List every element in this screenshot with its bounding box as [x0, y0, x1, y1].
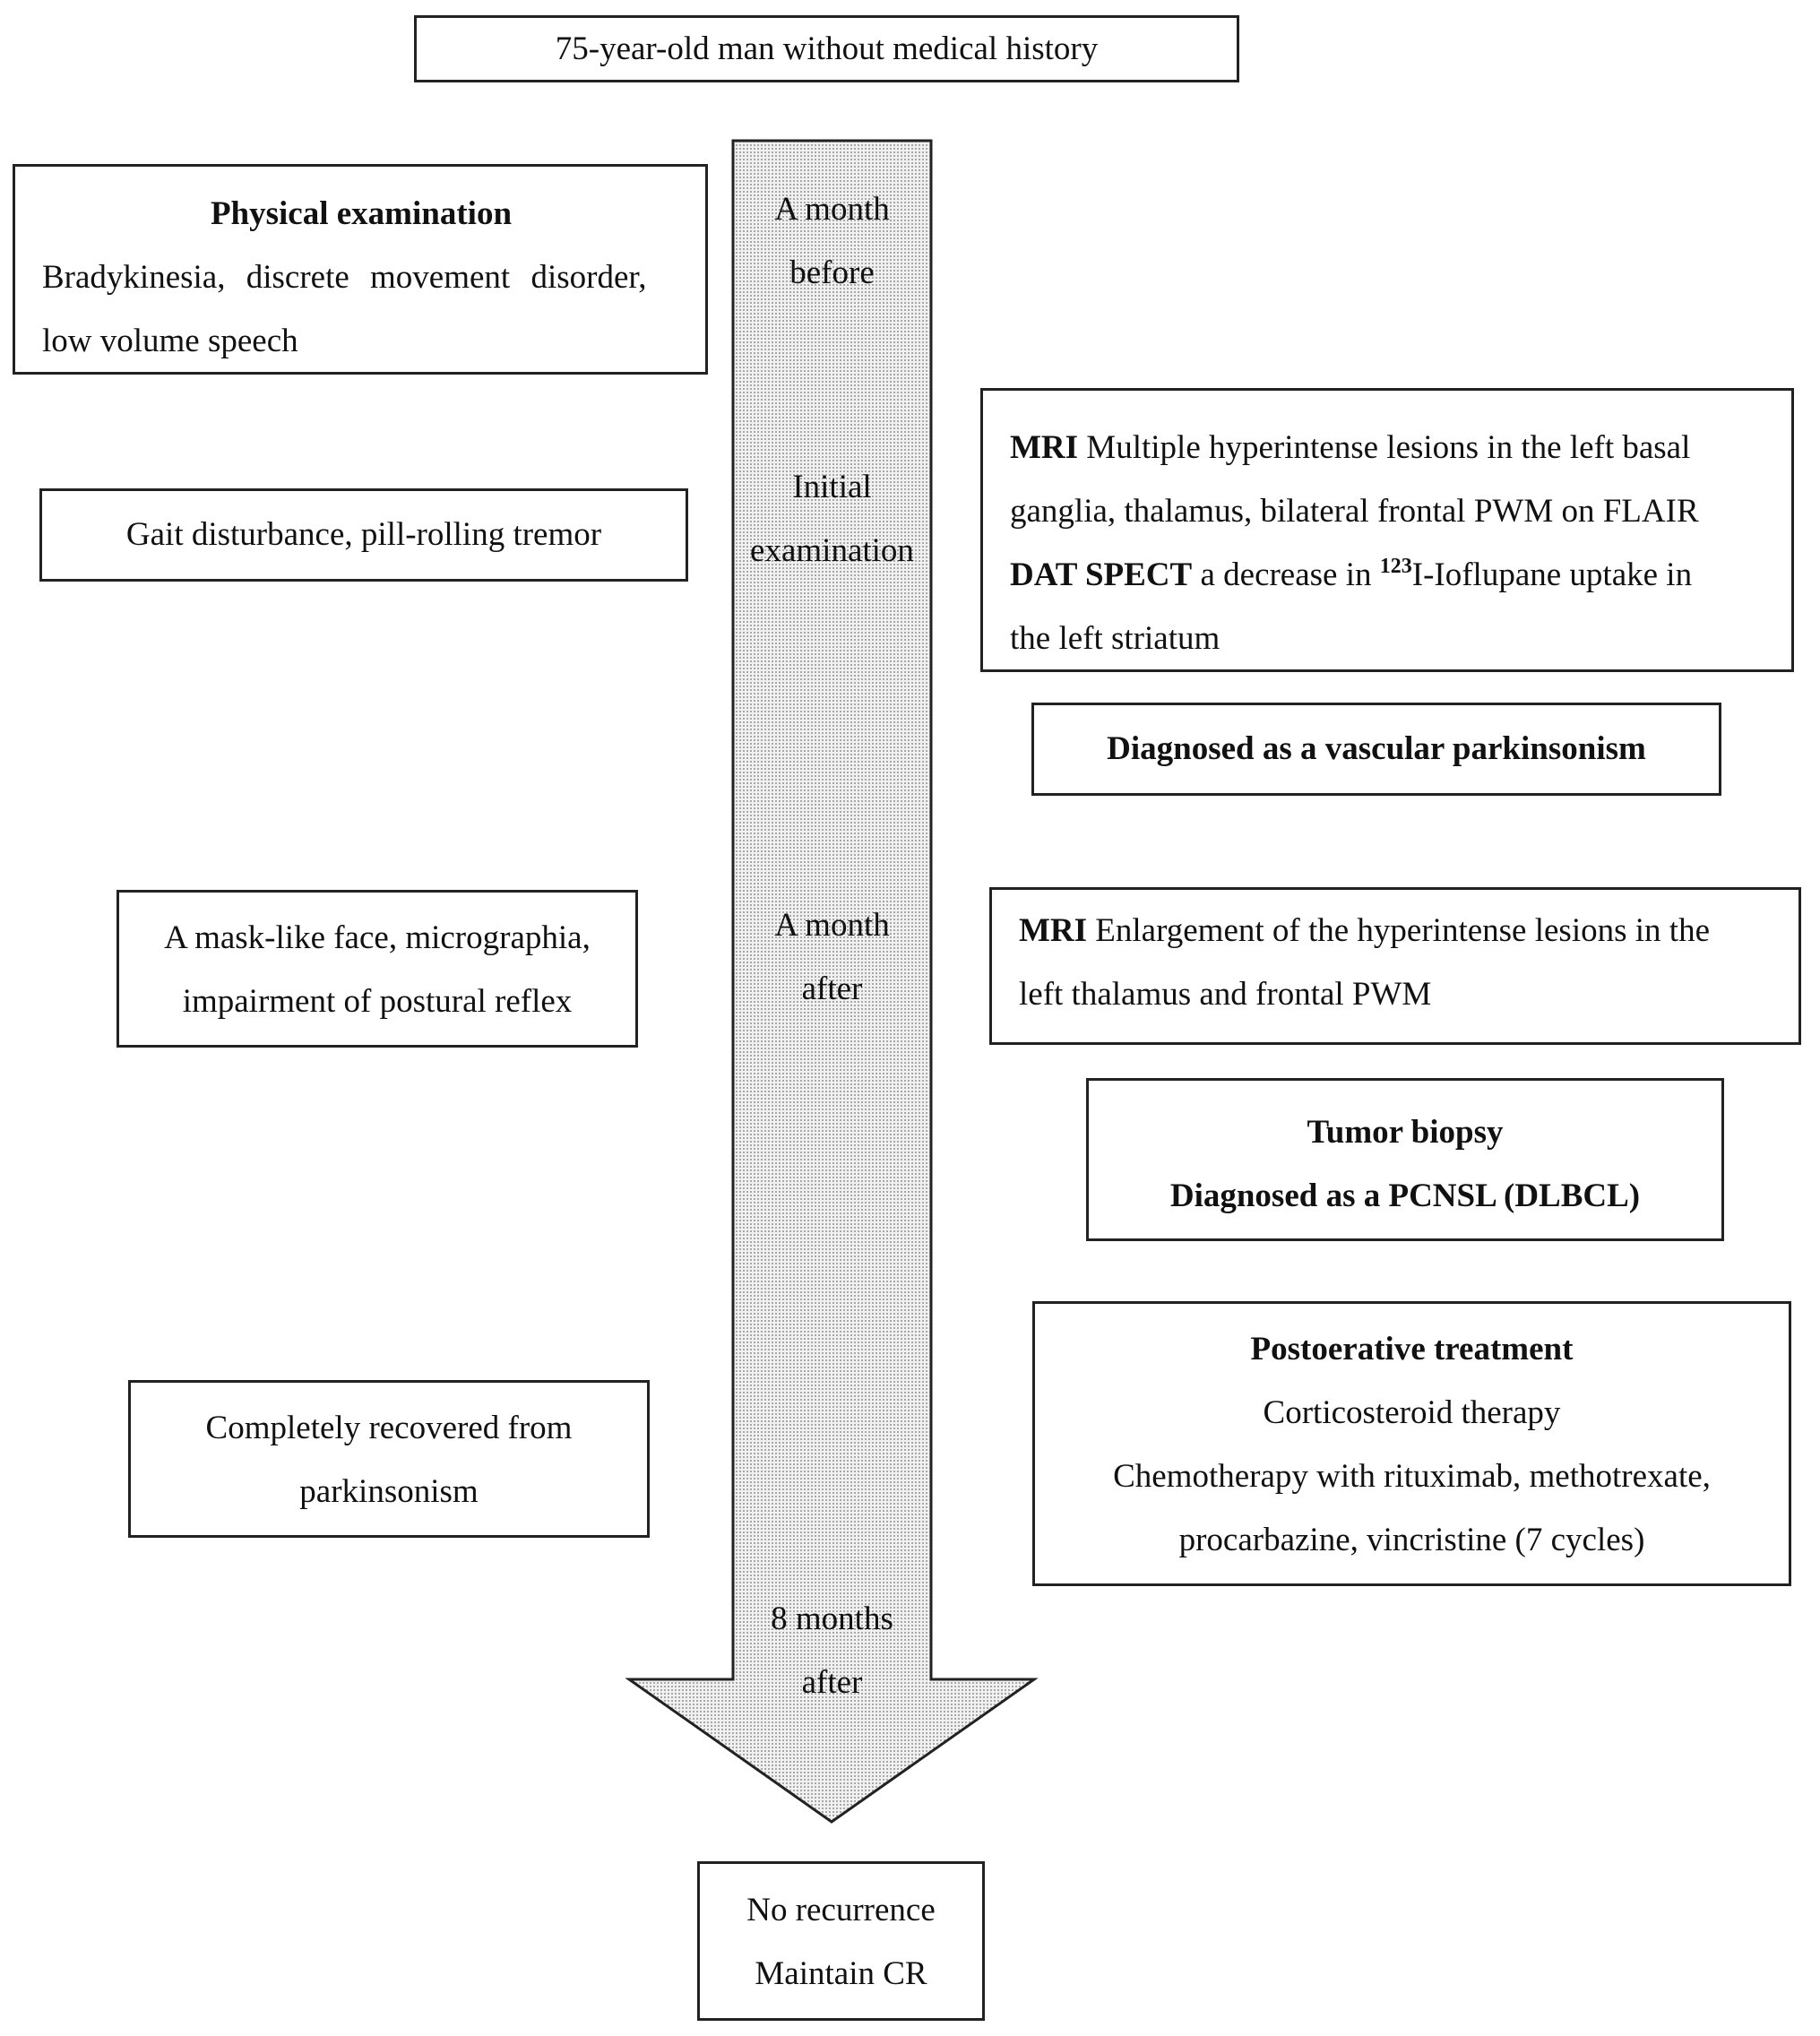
outcome-box: No recurrence Maintain CR: [697, 1861, 985, 2021]
dat-text-b: I-Ioflupane uptake in: [1411, 556, 1693, 593]
timeline-arrow-shape: [625, 139, 1039, 1824]
diagnosis-vascular-text: Diagnosed as a vascular parkinsonism: [1107, 730, 1646, 767]
timeline-label-month-after: A month after: [774, 907, 890, 1007]
physical-exam-line1: Bradykinesia, discrete movement disorder…: [42, 259, 647, 296]
treatment-title: Postoerative treatment: [1250, 1331, 1574, 1367]
treatment-line1: Corticosteroid therapy: [1263, 1394, 1561, 1431]
mri-followup-text-2: left thalamus and frontal PWM: [1019, 976, 1432, 1013]
biopsy-box: Tumor biopsy Diagnosed as a PCNSL (DLBCL…: [1086, 1078, 1724, 1241]
gait-text: Gait disturbance, pill-rolling tremor: [125, 516, 602, 553]
dat-text-2: the left striatum: [1010, 620, 1221, 657]
mask-face-box: A mask-like face, micrographia, impairme…: [116, 890, 638, 1048]
treatment-box: Postoerative treatment Corticosteroid th…: [1032, 1301, 1791, 1586]
mri-label: MRI: [1010, 429, 1079, 466]
mri-followup-box: MRI Enlargement of the hyperintense lesi…: [989, 887, 1801, 1045]
biopsy-diagnosis: Diagnosed as a PCNSL (DLBCL): [1169, 1178, 1641, 1214]
treatment-line3: procarbazine, vincristine (7 cycles): [1178, 1522, 1645, 1558]
outcome-line2: Maintain CR: [755, 1955, 927, 1992]
biopsy-title: Tumor biopsy: [1307, 1114, 1504, 1151]
physical-exam-box: Physical examination Bradykinesia, discr…: [13, 164, 708, 375]
mri-text-1: Multiple hyperintense lesions in the lef…: [1086, 429, 1691, 466]
timeline-label-eight-months: 8 months after: [771, 1600, 893, 1701]
dat-text-a: a decrease in: [1200, 556, 1372, 593]
treatment-line2: Chemotherapy with rituximab, methotrexat…: [1113, 1458, 1711, 1495]
timeline-label-initial: Initial examination: [750, 469, 914, 569]
patient-text: 75-year-old man without medical history: [555, 30, 1099, 67]
physical-exam-title: Physical examination: [210, 195, 513, 232]
timeline-label-month-before: A month before: [774, 191, 890, 291]
dat-spect-label: DAT SPECT: [1010, 556, 1193, 593]
physical-exam-line2: low volume speech: [42, 323, 298, 359]
diagnosis-vascular-box: Diagnosed as a vascular parkinsonism: [1031, 703, 1721, 796]
gait-box: Gait disturbance, pill-rolling tremor: [39, 488, 688, 582]
outcome-line1: No recurrence: [746, 1892, 936, 1928]
dat-isotope-sup: 123: [1379, 555, 1412, 578]
patient-box: 75-year-old man without medical history: [414, 15, 1239, 82]
mri-followup-label: MRI: [1019, 912, 1088, 949]
mri-followup-text-1: Enlargement of the hyperintense lesions …: [1095, 912, 1710, 949]
mri-initial-box: MRI Multiple hyperintense lesions in the…: [980, 388, 1794, 672]
mri-text-2: ganglia, thalamus, bilateral frontal PWM…: [1010, 493, 1699, 530]
recovered-box: Completely recovered from parkinsonism: [128, 1380, 650, 1538]
